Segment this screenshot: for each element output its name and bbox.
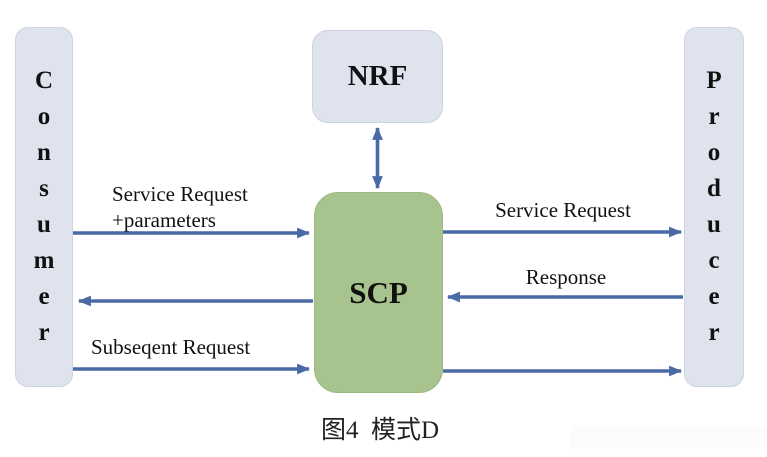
consumer-node-label: C o n s u m e r	[33, 67, 55, 346]
scp-node-label: SCP	[349, 274, 408, 310]
nrf-node: NRF	[312, 30, 443, 123]
label-response: Response	[525, 265, 607, 289]
scp-node: SCP	[314, 192, 443, 393]
consumer-node: C o n s u m e r	[15, 27, 73, 387]
producer-node: P r o d u c e r	[684, 27, 744, 387]
nrf-node-label: NRF	[347, 60, 408, 92]
figure-caption: 图4 模式D	[320, 417, 440, 444]
producer-node-label: P r o d u c e r	[706, 67, 722, 346]
label-subseqent-request: Subseqent Request	[91, 335, 251, 359]
watermark-area	[570, 426, 767, 449]
label-service-request-parameters: Service Request +parameters	[112, 182, 248, 232]
label-service-request: Service Request	[495, 198, 631, 222]
